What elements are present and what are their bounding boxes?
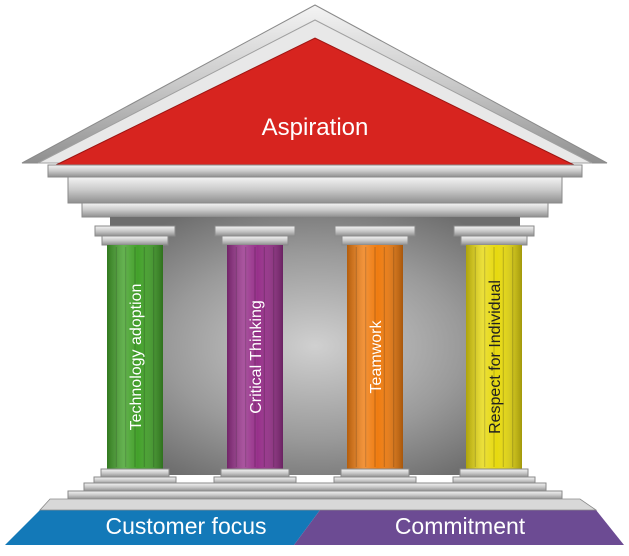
pillar-shading xyxy=(227,245,283,469)
back-wall xyxy=(110,217,520,475)
entablature-top xyxy=(47,164,583,178)
entablature-bottom xyxy=(81,202,549,218)
roof-pediment xyxy=(55,37,575,166)
base-step-1 xyxy=(83,482,547,492)
pillar-shading xyxy=(347,245,403,469)
base-step-2 xyxy=(67,490,563,500)
pillar-capital xyxy=(214,225,296,237)
foundation-right xyxy=(294,510,624,545)
pillar-capital xyxy=(334,225,416,237)
foundation-top-edge xyxy=(39,498,598,511)
pillar-label-respect-for-individual: Respect for Individual xyxy=(487,280,504,434)
entablature-middle xyxy=(67,176,563,204)
pillar-critical-thinking: Critical Thinking xyxy=(213,225,297,485)
pillar-respect-for-individual: Respect for Individual xyxy=(452,225,536,485)
pillar-label-critical-thinking: Critical Thinking xyxy=(248,300,265,414)
pillar-teamwork: Teamwork xyxy=(333,225,417,485)
foundation-label-customer-focus: Customer focus xyxy=(105,513,266,539)
pillar-capital xyxy=(94,225,176,237)
pillar-label-teamwork: Teamwork xyxy=(368,320,385,394)
pillar-shading xyxy=(107,245,163,469)
pillar-label-technology-adoption: Technology adoption xyxy=(128,284,145,431)
pillar-base xyxy=(340,468,410,478)
roof-label: Aspiration xyxy=(262,114,369,141)
pillar-capital-lower xyxy=(221,235,289,246)
pillar-base xyxy=(100,468,170,478)
pillar-base xyxy=(459,468,529,478)
pillar-base xyxy=(220,468,290,478)
foundation-label-commitment: Commitment xyxy=(395,513,526,539)
pillar-shading xyxy=(466,245,522,469)
pillar-technology-adoption: Technology adoption xyxy=(93,225,177,485)
foundation-left xyxy=(5,510,320,545)
pillar-capital-lower xyxy=(101,235,169,246)
pillar-capital-lower xyxy=(460,235,528,246)
pillar-capital-lower xyxy=(341,235,409,246)
pillar-capital xyxy=(453,225,535,237)
